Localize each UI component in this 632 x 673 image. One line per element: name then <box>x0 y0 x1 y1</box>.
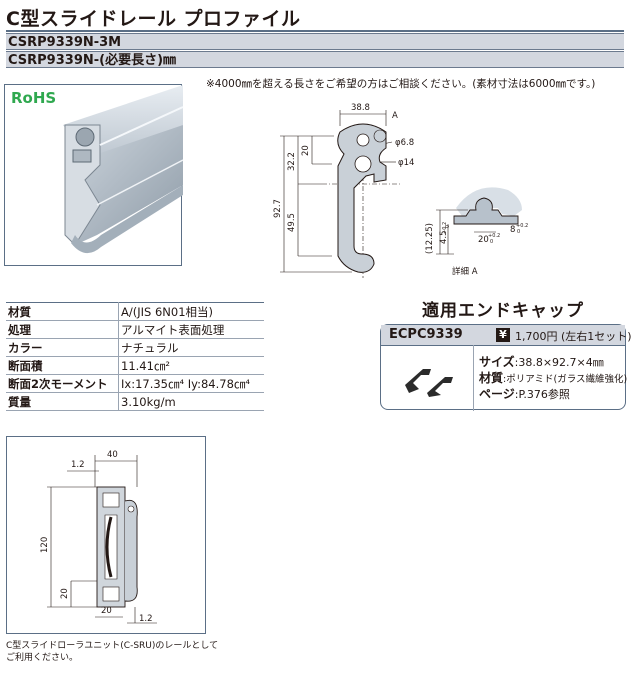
spec-value: A/(JIS 6N01相当) <box>118 302 264 321</box>
dim-label-a: A <box>392 111 398 121</box>
detail-height: (12.25) <box>425 223 435 254</box>
detail-tol-v-minus: 0 <box>445 225 451 228</box>
spec-key: 断面2次モーメント <box>6 374 119 393</box>
spec-value: 3.10kg/m <box>118 392 264 411</box>
cap-page-label: ページ <box>479 387 515 401</box>
spec-value: Ix:17.35㎝⁴ Iy:84.78㎝⁴ <box>118 374 264 393</box>
usage-caption: C型スライドローラユニット(C-SRU)のレールとしてご利用ください。 <box>6 641 219 663</box>
spec-key: 質量 <box>6 392 119 411</box>
spec-value: 11.41㎝² <box>118 356 264 375</box>
spec-row: 処理アルマイト表面処理 <box>6 320 264 339</box>
detail-tol-v: 4.5 <box>439 230 449 244</box>
part-number-custom: CSRP9339N-(必要長さ)㎜ <box>6 51 624 68</box>
spec-row: カラーナチュラル <box>6 338 264 357</box>
length-note: ※4000㎜を超える長さをご希望の方はご相談ください。(素材寸法は6000㎜です… <box>206 78 596 90</box>
asm-small-width: 20 <box>101 606 112 616</box>
end-cap-icon <box>405 369 453 397</box>
dim-total-height: 92.7 <box>273 199 283 218</box>
end-cap-code: ECPC9339 <box>389 327 463 342</box>
part-number-3m: CSRP9339N-3M <box>6 33 624 50</box>
rail-illustration <box>63 85 184 254</box>
profile-cross-section: 38.8 A φ6.8 φ14 92.7 32.2 20 49.5 <box>273 103 414 278</box>
detail-side-minus: 0 <box>517 229 520 235</box>
spec-key: カラー <box>6 338 119 357</box>
dim-upper-height: 32.2 <box>287 152 297 171</box>
dim-hole-small: φ6.8 <box>395 138 414 148</box>
detail-label: 詳細 A <box>452 266 478 277</box>
detail-a-drawing: (12.25) 4.5 +0.2 0 20 +0.2 0 8 +0.2 0 詳細… <box>425 187 528 277</box>
rohs-logo: RoHS <box>11 89 57 107</box>
end-cap-heading: 適用エンドキャップ <box>422 301 584 321</box>
assembly-svg: 40 1.2 120 20 20 1.2 <box>40 450 157 624</box>
asm-height: 120 <box>40 537 50 553</box>
detail-slot-plus: +0.2 <box>488 233 500 239</box>
cap-size-label: サイズ <box>479 355 515 369</box>
cap-page-value: :P.376参照 <box>514 388 570 401</box>
end-cap-box: ECPC9339 ¥ 1,700円 (左右1セット) サイズ:38.8×92.7… <box>380 324 632 411</box>
yen-icon: ¥ <box>496 328 510 342</box>
detail-side-plus: +0.2 <box>516 223 528 229</box>
dim-hole-large: φ14 <box>398 158 414 168</box>
end-cap-divider <box>473 345 474 411</box>
dim-top-height: 20 <box>301 145 311 156</box>
assembly-drawing: 40 1.2 120 20 20 1.2 <box>6 436 206 634</box>
title-rule <box>6 30 624 32</box>
cap-material-value: :ポリアミド(ガラス繊維強化) <box>503 374 628 385</box>
detail-slot-minus: 0 <box>490 239 493 245</box>
cap-size-value: :38.8×92.7×4㎜ <box>514 356 604 369</box>
cap-material-label: 材質 <box>479 371 504 385</box>
spec-key: 処理 <box>6 320 119 339</box>
page-title: C型スライドレール プロファイル <box>6 8 301 30</box>
asm-top-thickness: 1.2 <box>71 460 85 470</box>
detail-tol-v-plus: +0.2 <box>442 222 448 234</box>
spec-value: アルマイト表面処理 <box>118 320 264 339</box>
asm-small-height: 20 <box>60 588 70 599</box>
product-photo: RoHS <box>4 84 184 266</box>
asm-width: 40 <box>107 450 118 460</box>
end-cap-header: ECPC9339 ¥ 1,700円 (左右1セット) <box>381 325 632 346</box>
detail-slot: 20 <box>478 235 489 245</box>
dim-width: 38.8 <box>351 103 370 113</box>
detail-side: 8 <box>510 225 515 235</box>
asm-bottom-thickness: 1.2 <box>139 614 153 624</box>
spec-key: 断面積 <box>6 356 119 375</box>
end-cap-price: 1,700円 (左右1セット) <box>515 330 632 343</box>
spec-key: 材質 <box>6 302 119 321</box>
dim-lower-height: 49.5 <box>287 213 297 232</box>
spec-value: ナチュラル <box>118 338 264 357</box>
